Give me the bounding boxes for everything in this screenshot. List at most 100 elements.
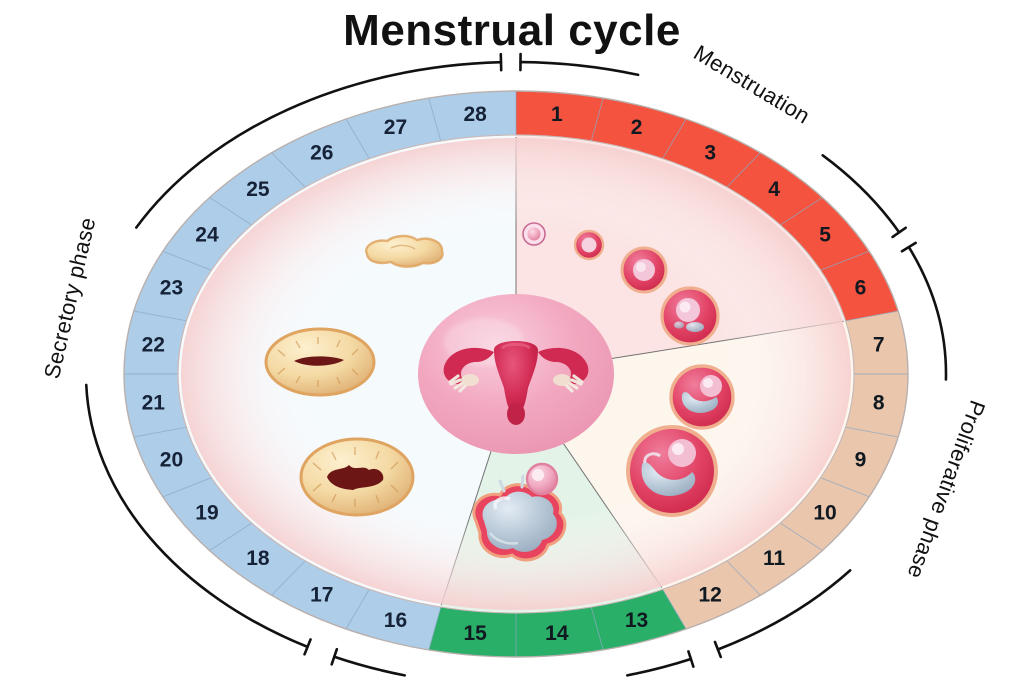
phase-tick xyxy=(900,241,917,253)
early-antral-follicle-icon xyxy=(660,286,720,346)
day-divider xyxy=(428,97,442,142)
day-number-1: 1 xyxy=(551,103,563,126)
day-number-14: 14 xyxy=(545,622,569,645)
bracket-arc-secretory xyxy=(135,60,503,229)
day-segment-13[interactable] xyxy=(591,589,687,650)
day-segment-7[interactable] xyxy=(845,311,908,374)
day-segment-18[interactable] xyxy=(209,523,306,596)
day-number-6: 6 xyxy=(855,276,867,299)
page-title: Menstrual cycle xyxy=(343,6,681,55)
primary-follicle-icon xyxy=(573,229,605,261)
day-number-26: 26 xyxy=(310,142,333,165)
day-segment-25[interactable] xyxy=(209,152,306,225)
day-dividers xyxy=(124,91,908,657)
day-segment-11[interactable] xyxy=(726,523,823,596)
antral-follicle-icon xyxy=(669,364,735,430)
day-divider xyxy=(428,606,442,651)
day-divider xyxy=(209,197,252,226)
day-number-8: 8 xyxy=(873,392,885,415)
corpus-luteum-early-icon xyxy=(299,437,415,517)
bracket-arc-secretory xyxy=(84,383,309,649)
day-divider xyxy=(133,310,187,322)
day-segment-8[interactable] xyxy=(845,374,908,437)
day-divider xyxy=(162,250,212,271)
day-segment-12[interactable] xyxy=(662,560,761,629)
day-divider xyxy=(271,152,306,188)
ruptured-follicle-ovum-icon xyxy=(472,462,567,562)
day-segment-20[interactable] xyxy=(133,427,212,497)
day-number-23: 23 xyxy=(160,276,183,299)
bracket-arc-ovulation xyxy=(332,655,407,677)
day-segment-17[interactable] xyxy=(271,560,370,629)
day-segment-1[interactable] xyxy=(516,91,604,141)
day-divider xyxy=(162,477,212,498)
day-segment-5[interactable] xyxy=(780,197,870,271)
phase-tick xyxy=(330,647,339,666)
ring-outer-outline xyxy=(123,90,909,658)
day-segment-24[interactable] xyxy=(162,197,252,271)
corpus-albicans-icon xyxy=(365,234,444,268)
phase-label-secretory: Secretory phase xyxy=(39,215,100,381)
ovarian-illustrations xyxy=(264,222,735,562)
day-numbers: 1234567891011121314151617181920212223242… xyxy=(142,103,885,645)
day-segment-28[interactable] xyxy=(428,91,516,141)
day-number-19: 19 xyxy=(195,501,218,524)
day-number-11: 11 xyxy=(763,547,786,570)
day-segment-2[interactable] xyxy=(591,98,687,159)
day-number-20: 20 xyxy=(160,449,183,472)
day-segment-27[interactable] xyxy=(345,98,441,159)
day-divider xyxy=(209,522,252,551)
day-number-21: 21 xyxy=(142,392,166,415)
day-divider xyxy=(662,118,687,159)
day-divider xyxy=(662,589,687,630)
day-segment-3[interactable] xyxy=(662,119,761,188)
day-divider xyxy=(133,426,187,438)
day-divider xyxy=(780,522,823,551)
day-segment-9[interactable] xyxy=(820,427,899,497)
day-number-12: 12 xyxy=(699,583,722,606)
day-segment-6[interactable] xyxy=(820,251,899,321)
day-number-25: 25 xyxy=(246,178,270,201)
day-segment-19[interactable] xyxy=(162,477,252,551)
day-segment-21[interactable] xyxy=(124,374,187,437)
day-divider xyxy=(845,310,899,322)
day-number-28: 28 xyxy=(463,103,487,126)
phase-tick xyxy=(303,638,312,656)
day-divider xyxy=(590,97,604,142)
day-number-2: 2 xyxy=(631,116,643,139)
day-divider xyxy=(345,118,370,159)
day-segment-14[interactable] xyxy=(516,607,604,657)
primordial-follicle-icon xyxy=(522,222,546,246)
day-number-17: 17 xyxy=(310,583,333,606)
day-divider xyxy=(590,606,604,651)
bracket-arc-menstruation xyxy=(519,60,640,77)
center-uterus-group xyxy=(418,294,614,454)
day-number-9: 9 xyxy=(855,449,867,472)
day-segment-22[interactable] xyxy=(124,311,187,374)
day-segment-16[interactable] xyxy=(345,589,441,650)
uterus-icon xyxy=(443,341,589,425)
day-segment-26[interactable] xyxy=(271,119,370,188)
day-segment-15[interactable] xyxy=(428,607,516,657)
secondary-follicle-icon xyxy=(620,246,668,294)
phase-tick xyxy=(713,640,723,659)
bracket-arc-ovulation xyxy=(625,657,693,677)
day-segment-10[interactable] xyxy=(780,477,870,551)
day-divider xyxy=(726,560,761,596)
day-number-24: 24 xyxy=(195,224,219,247)
day-number-13: 13 xyxy=(625,609,648,632)
bracket-arc-proliferative xyxy=(716,569,852,651)
day-number-18: 18 xyxy=(246,547,270,570)
day-divider xyxy=(271,560,306,596)
day-number-4: 4 xyxy=(768,178,780,201)
phase-label-proliferative: Proliferative phase xyxy=(902,397,990,582)
phase-tick xyxy=(891,226,907,239)
day-segment-4[interactable] xyxy=(726,152,823,225)
day-segment-23[interactable] xyxy=(133,251,212,321)
day-number-3: 3 xyxy=(704,142,716,165)
bracket-arc-menstruation xyxy=(821,154,901,234)
day-divider xyxy=(726,152,761,188)
day-ring xyxy=(124,91,908,657)
day-divider xyxy=(820,477,870,498)
